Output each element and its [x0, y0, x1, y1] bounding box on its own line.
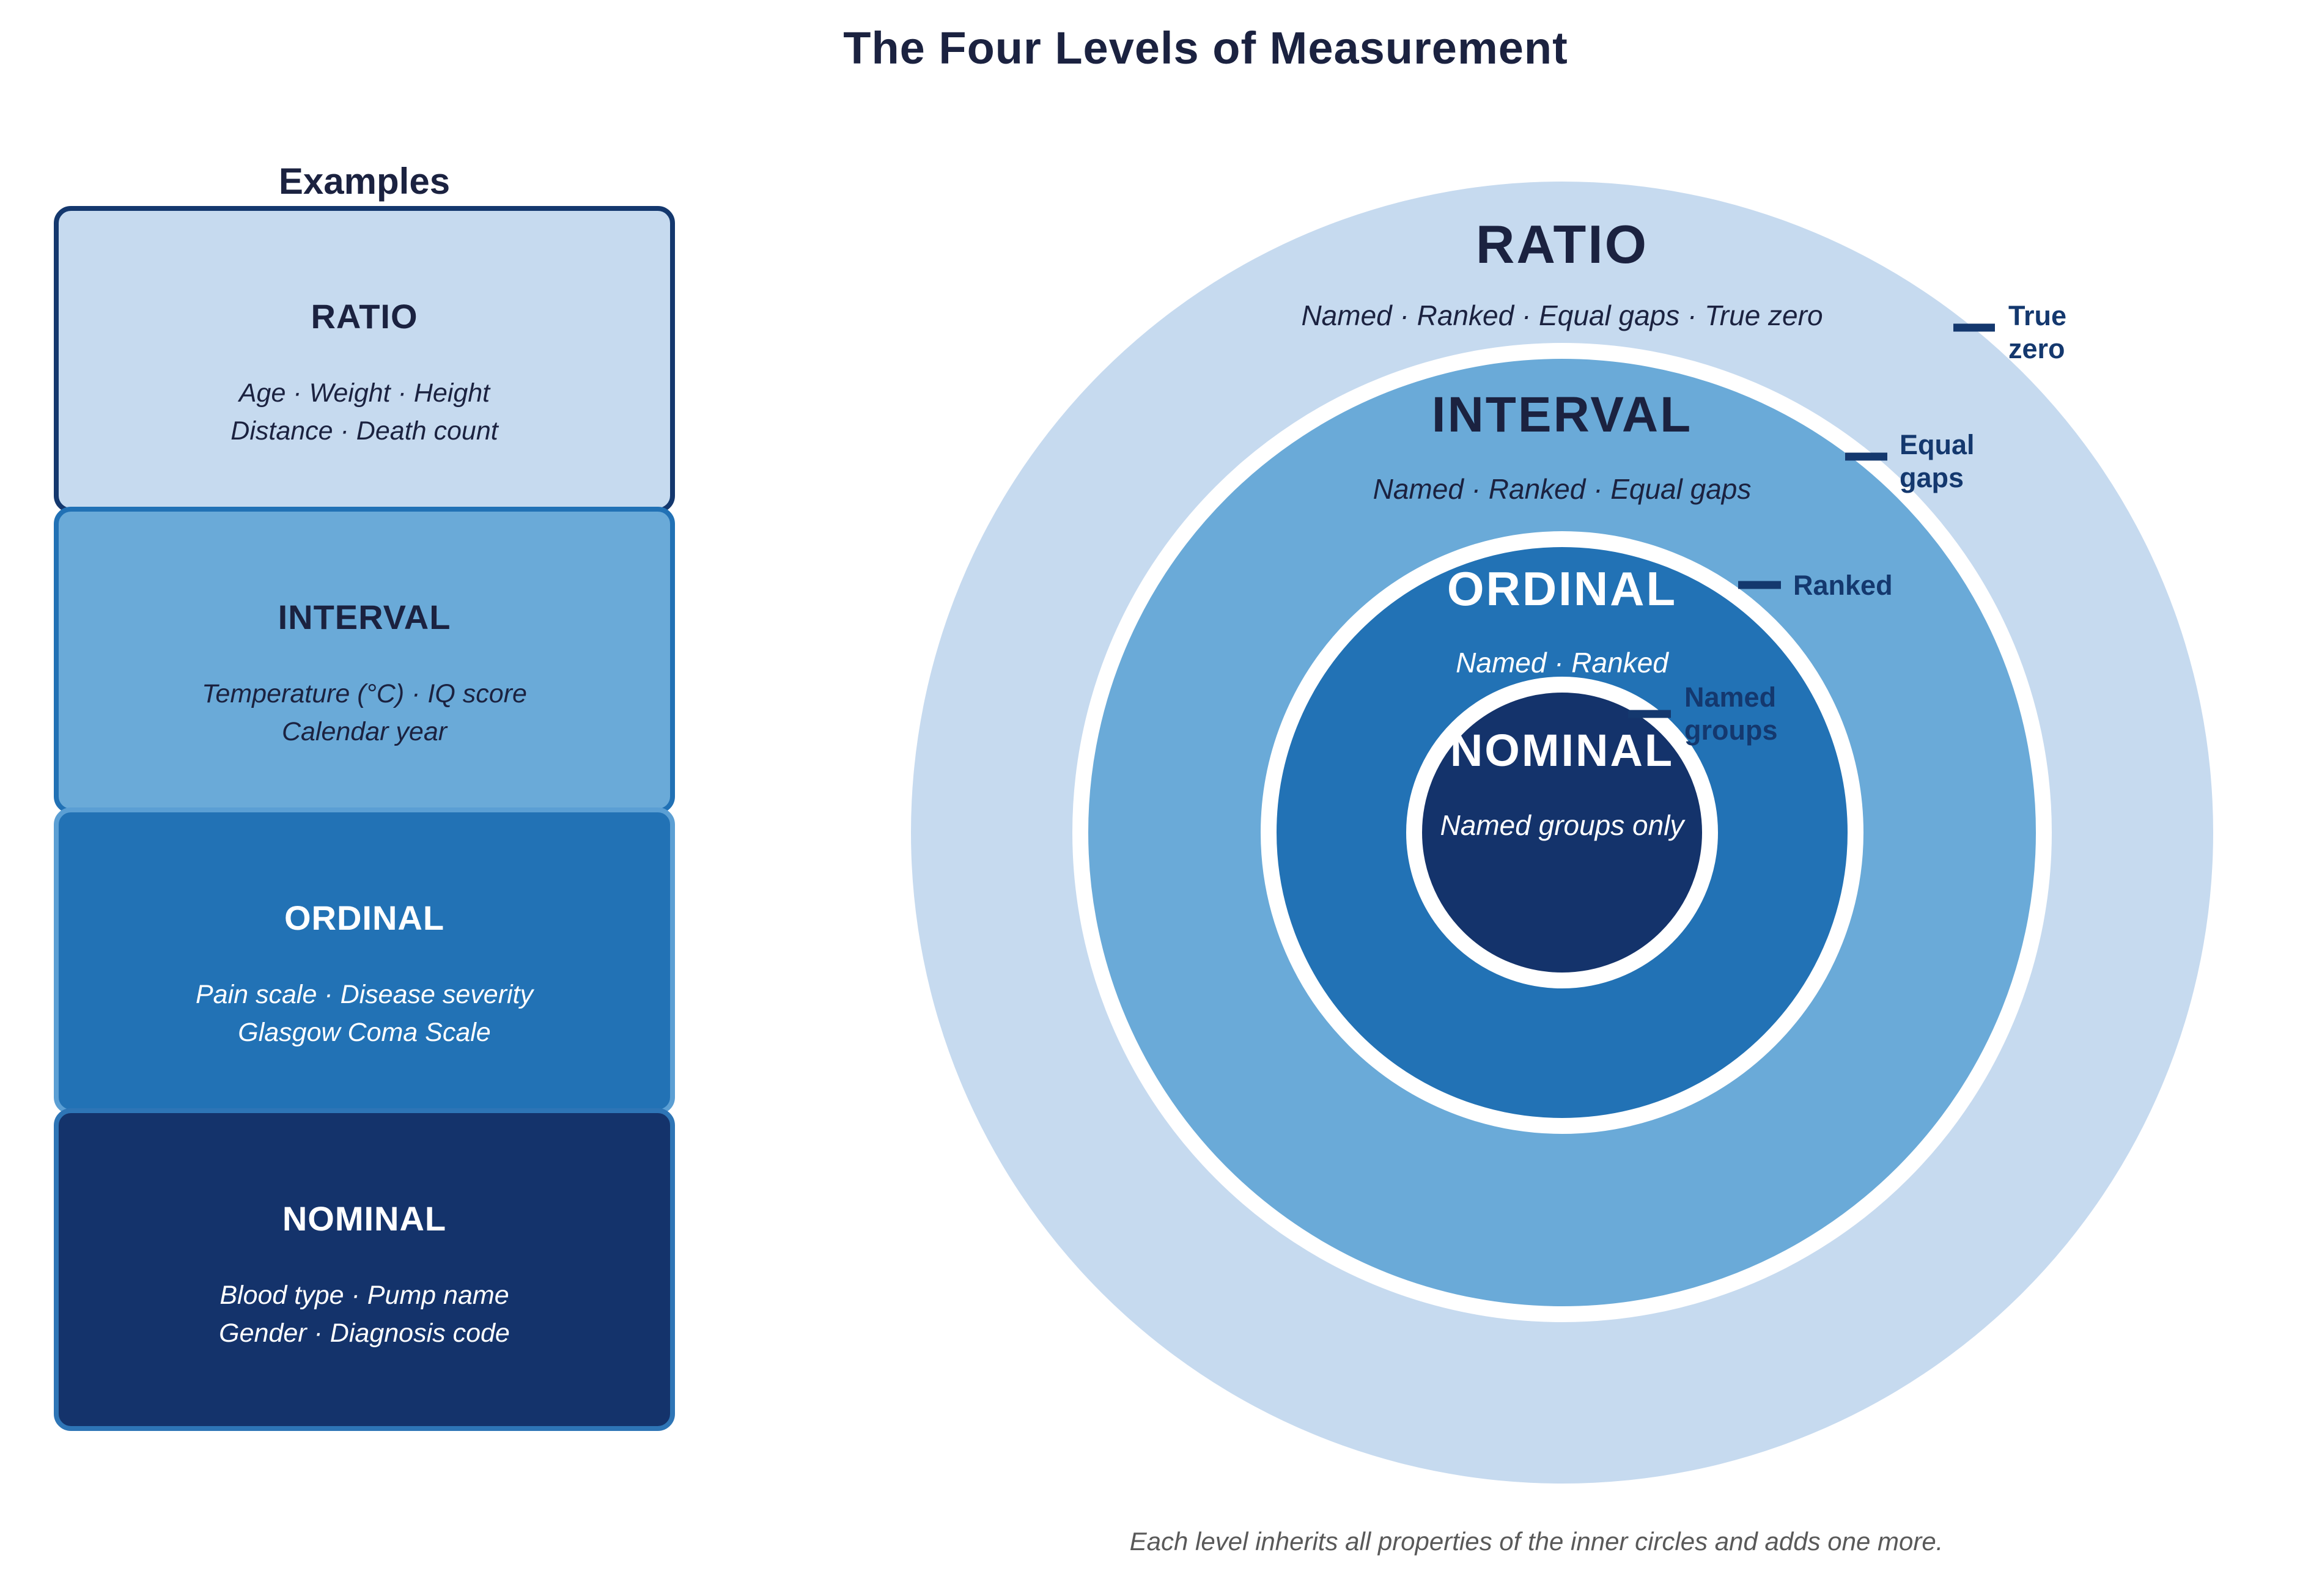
callout-named-groups-line2: groups: [1684, 715, 1778, 746]
ring-title-nominal: NOMINAL: [1450, 725, 1674, 776]
box-examples-ratio: Age · Weight · Height Distance · Death c…: [230, 374, 498, 450]
callout-equal-gaps-line1: Equal: [1900, 429, 1975, 460]
box-example-line: Temperature (°C) · IQ score: [202, 679, 527, 708]
box-label-nominal: NOMINAL: [282, 1199, 447, 1238]
callout-true-zero-line1: True: [2008, 300, 2066, 331]
box-example-line: Pain scale · Disease severity: [195, 980, 534, 1009]
examples-box-ordinal: ORDINAL Pain scale · Disease severity Gl…: [54, 807, 675, 1114]
box-example-line: Age · Weight · Height: [238, 378, 490, 408]
callout-named-groups-line1: Named: [1684, 682, 1776, 713]
examples-box-nominal: NOMINAL Blood type · Pump name Gender · …: [54, 1108, 675, 1431]
box-examples-ordinal: Pain scale · Disease severity Glasgow Co…: [196, 976, 533, 1052]
box-example-line: Gender · Diagnosis code: [219, 1318, 510, 1348]
ring-props-interval: Named · Ranked · Equal gaps: [1373, 473, 1752, 505]
box-examples-interval: Temperature (°C) · IQ score Calendar yea…: [202, 675, 527, 751]
ring-title-interval: INTERVAL: [1432, 387, 1692, 443]
box-label-ordinal: ORDINAL: [284, 899, 445, 937]
ring-nominal-circle: [1406, 677, 1718, 988]
box-label-interval: INTERVAL: [278, 598, 451, 636]
callout-true-zero-line2: zero: [2008, 333, 2065, 364]
ring-props-ratio: Named · Ranked · Equal gaps · True zero: [1301, 300, 1823, 331]
box-label-ratio: RATIO: [311, 297, 418, 336]
box-example-line: Glasgow Coma Scale: [238, 1018, 491, 1048]
box-example-line: Blood type · Pump name: [219, 1281, 509, 1310]
callout-ranked-line1: Ranked: [1793, 570, 1893, 601]
footer-caption: Each level inherits all properties of th…: [1129, 1527, 1944, 1556]
ring-title-ordinal: ORDINAL: [1447, 562, 1677, 616]
ring-title-ratio: RATIO: [1476, 214, 1648, 274]
examples-box-interval: INTERVAL Temperature (°C) · IQ score Cal…: [54, 507, 675, 814]
callout-equal-gaps-line2: gaps: [1900, 462, 1964, 493]
examples-heading: Examples: [278, 161, 451, 202]
page-title: The Four Levels of Measurement: [843, 23, 1568, 73]
examples-box-ratio: RATIO Age · Weight · Height Distance · D…: [54, 206, 675, 513]
box-example-line: Calendar year: [281, 717, 448, 747]
ring-props-nominal: Named groups only: [1440, 809, 1686, 841]
box-examples-nominal: Blood type · Pump name Gender · Diagnosi…: [219, 1276, 510, 1353]
ring-props-ordinal: Named · Ranked: [1456, 647, 1669, 678]
box-example-line: Distance · Death count: [230, 416, 498, 446]
